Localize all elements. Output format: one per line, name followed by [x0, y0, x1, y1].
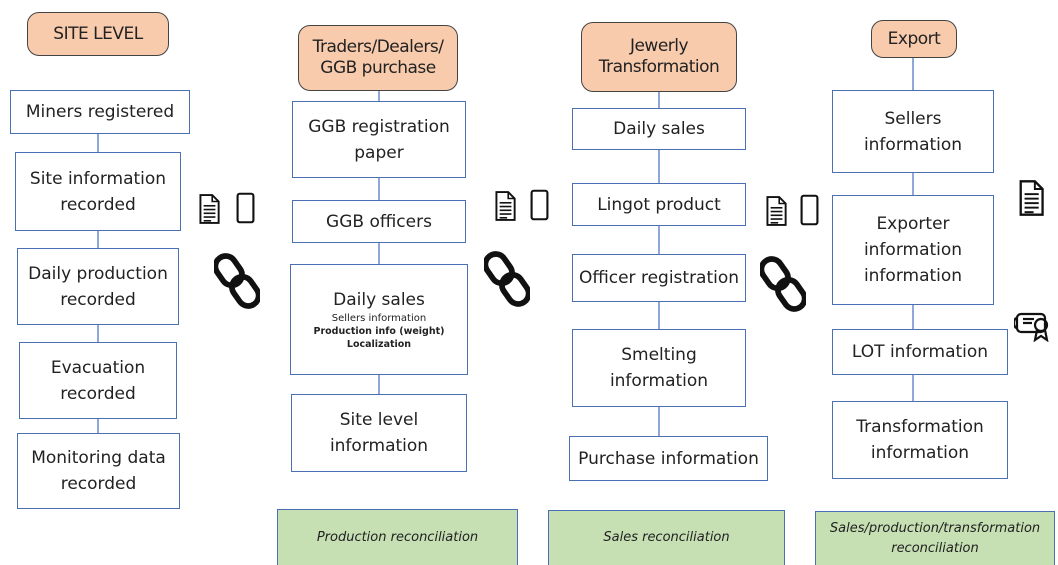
- chain-link-icon: [760, 255, 806, 313]
- sales-production-transformation-reconciliation: Sales/production/transformation reconcil…: [815, 511, 1055, 565]
- connector-line: [658, 150, 660, 183]
- header-jewelry-transformation: Jewerly Transformation: [581, 22, 737, 92]
- connector-line: [378, 375, 380, 394]
- connector-line: [658, 226, 660, 254]
- daily-sales-jewelry-box: Daily sales: [572, 108, 746, 150]
- chain-link-icon: [214, 252, 260, 310]
- document-icon: [765, 196, 787, 226]
- lot-information-box: LOT information: [832, 329, 1008, 375]
- sellers-information-box: Sellers information: [832, 90, 994, 173]
- evacuation-box: Evacuation recorded: [19, 342, 177, 419]
- daily-production-box: Daily production recorded: [17, 248, 179, 325]
- phone-icon: [530, 189, 549, 221]
- connector-line: [658, 302, 660, 329]
- document-icon: [494, 191, 516, 221]
- connector-line: [378, 243, 380, 264]
- connector-line: [658, 92, 660, 108]
- transformation-information-box: Transformation information: [832, 401, 1008, 479]
- connector-line: [912, 305, 914, 329]
- ggb-registration-paper-box: GGB registration paper: [292, 101, 466, 178]
- miners-registered-box: Miners registered: [10, 90, 190, 134]
- daily-sales-box: Daily sales Sellers information Producti…: [290, 264, 468, 375]
- phone-icon: [800, 194, 819, 226]
- ggb-officers-box: GGB officers: [292, 200, 466, 243]
- header-export: Export: [871, 20, 957, 58]
- connector-line: [912, 173, 914, 195]
- document-icon: [1018, 180, 1044, 216]
- daily-sales-detail: Production info (weight): [313, 326, 445, 337]
- connector-line: [97, 134, 99, 152]
- connector-line: [97, 231, 99, 248]
- document-icon: [198, 194, 220, 224]
- header-site-level: SITE LEVEL: [27, 12, 169, 56]
- connector-line: [912, 375, 914, 401]
- purchase-information-box: Purchase information: [569, 436, 768, 481]
- exporter-information-box: Exporter information information: [832, 195, 994, 305]
- production-reconciliation: Production reconciliation: [277, 509, 518, 565]
- officer-registration-box: Officer registration: [572, 254, 746, 302]
- monitoring-data-box: Monitoring data recorded: [17, 433, 180, 509]
- connector-line: [97, 325, 99, 342]
- connector-line: [378, 178, 380, 200]
- phone-icon: [236, 192, 255, 224]
- daily-sales-detail: Localization: [346, 339, 412, 350]
- connector-line: [658, 407, 660, 436]
- chain-link-icon: [484, 250, 530, 308]
- lingot-product-box: Lingot product: [572, 183, 746, 226]
- site-level-information-box: Site level information: [291, 394, 467, 472]
- daily-sales-detail: Sellers information: [331, 313, 427, 324]
- header-traders-dealers: Traders/Dealers/ GGB purchase: [298, 25, 458, 91]
- site-information-box: Site information recorded: [15, 152, 181, 231]
- smelting-information-box: Smelting information: [572, 329, 746, 407]
- connector-line: [378, 91, 380, 101]
- certificate-icon: [1014, 308, 1054, 342]
- sales-reconciliation: Sales reconciliation: [548, 510, 785, 565]
- daily-sales-title: Daily sales: [333, 290, 425, 310]
- connector-line: [97, 419, 99, 433]
- connector-line: [912, 58, 914, 90]
